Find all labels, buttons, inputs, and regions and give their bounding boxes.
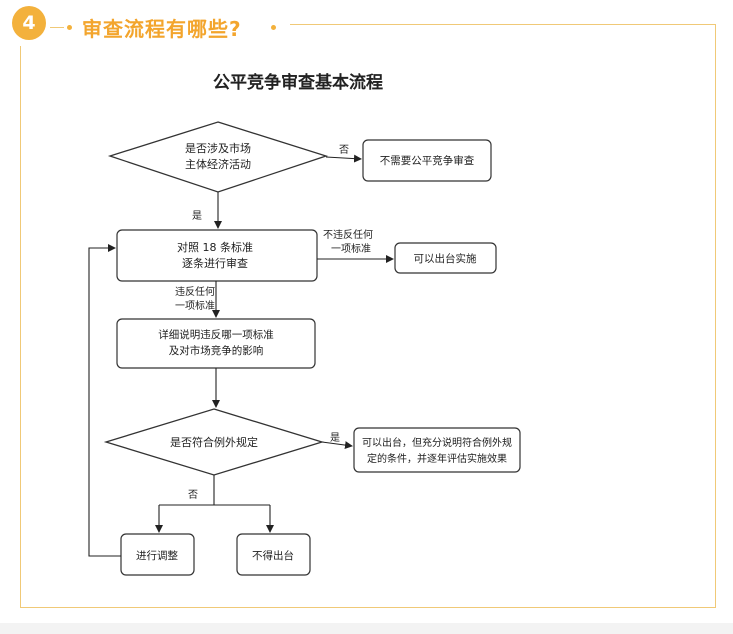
edge-label-violation-2: 一项标准 <box>175 300 215 312</box>
bottom-strip <box>0 623 733 634</box>
edge-label-yes-2: 是 <box>330 432 340 444</box>
edge-d1-no <box>325 154 362 163</box>
box-not-issue-text: 不得出台 <box>252 549 294 562</box>
box-no-review-needed <box>362 139 492 182</box>
box-issue-with-exception <box>353 427 521 473</box>
box-review-line2: 逐条进行审查 <box>182 256 248 270</box>
box-review-line1: 对照 18 条标准 <box>177 240 253 254</box>
header-dot-right <box>271 25 276 30</box>
edge-label-yes-1: 是 <box>192 210 202 222</box>
diagram-title: 公平竞争审查基本流程 <box>213 72 383 93</box>
edge-loop-back <box>88 244 121 557</box>
box-no-review-text: 不需要公平竞争审查 <box>380 154 475 167</box>
edge-label-no-2: 否 <box>188 489 198 501</box>
step-number-badge: 4 <box>12 6 46 40</box>
box-adjust <box>120 533 195 576</box>
box-can-implement <box>394 242 497 274</box>
box-adjust-text: 进行调整 <box>136 549 178 562</box>
edge-label-no-violation-1: 不违反任何 <box>323 228 373 241</box>
header-band <box>0 6 290 46</box>
header-dot-left <box>67 25 72 30</box>
box-exception-line1: 可以出台，但充分说明符合例外规 <box>362 436 512 449</box>
decision-1-line1: 是否涉及市场 <box>185 141 251 155</box>
header-connector-line <box>50 27 64 28</box>
edge-label-no-1: 否 <box>339 144 349 156</box>
box-not-issue <box>236 533 311 576</box>
box-exception-line2: 定的条件，并逐年评估实施效果 <box>367 452 507 465</box>
content-frame <box>20 24 716 608</box>
box-explain-line2: 及对市场竞争的影响 <box>169 344 264 357</box>
box-implement-text: 可以出台实施 <box>414 252 477 265</box>
box-review-18-standards <box>116 229 318 282</box>
decision-2-text: 是否符合例外规定 <box>170 435 258 449</box>
decision-1-line2: 主体经济活动 <box>185 157 251 171</box>
edge-label-violation-1: 违反任何 <box>175 285 215 298</box>
box-explain-line1: 详细说明违反哪一项标准 <box>158 328 274 341</box>
box-explain-violation <box>116 318 316 369</box>
section-title: 审查流程有哪些? <box>82 17 242 41</box>
edge-d2-yes <box>321 441 353 450</box>
decision-market-activity <box>107 121 329 193</box>
edge-label-no-violation-2: 一项标准 <box>331 243 371 255</box>
